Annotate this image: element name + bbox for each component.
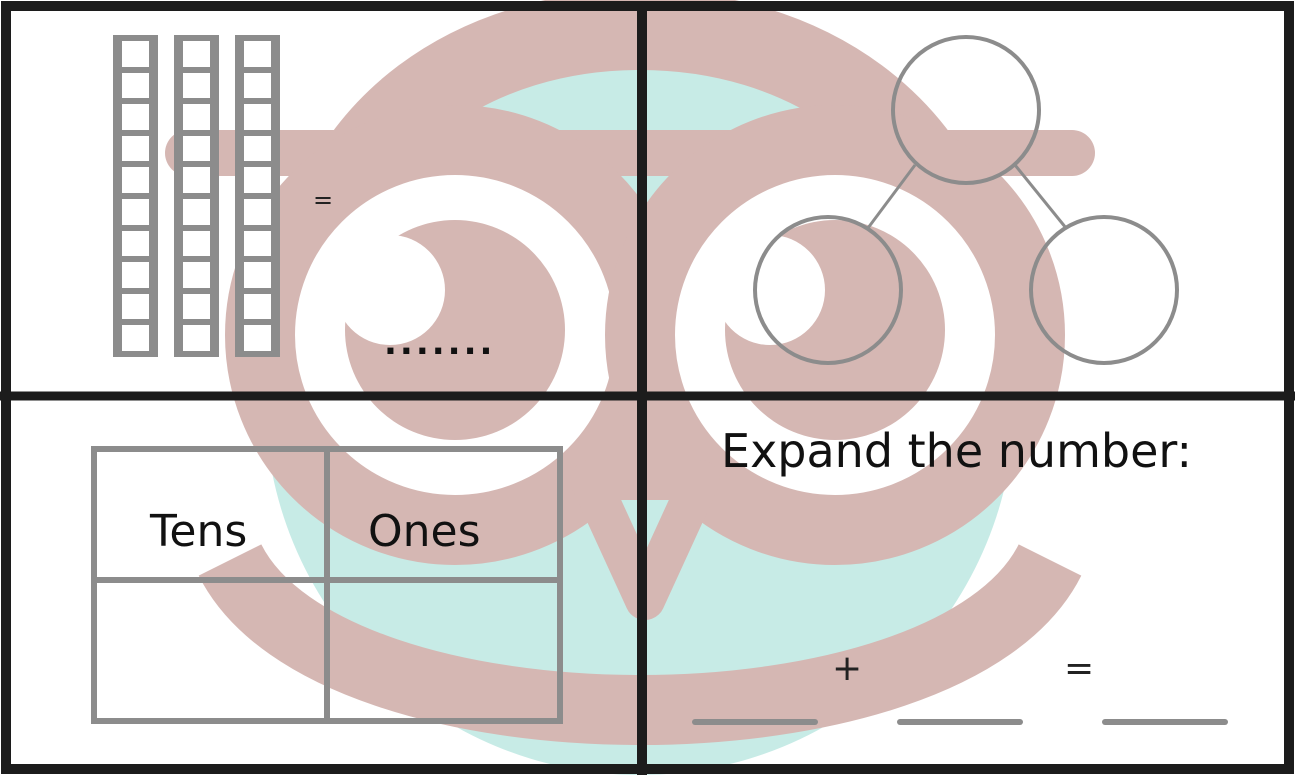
- plus-sign: +: [832, 648, 862, 689]
- bond-part-right-circle[interactable]: [1031, 217, 1177, 363]
- tens-header: Tens: [150, 506, 247, 557]
- place-value-table: [94, 449, 560, 721]
- tens-answer-cell[interactable]: [97, 583, 324, 718]
- ones-header: Ones: [368, 506, 481, 557]
- ones-answer-cell[interactable]: [330, 583, 557, 718]
- expand-equals-sign: =: [1064, 648, 1094, 689]
- bond-whole-circle[interactable]: [893, 37, 1039, 183]
- bond-link-left: [868, 165, 915, 228]
- bond-link-right: [1015, 165, 1066, 228]
- expand-prompt: Expand the number:: [721, 424, 1192, 478]
- answer-blank-dots[interactable]: .......: [384, 323, 495, 363]
- number-bond: [755, 37, 1177, 363]
- equals-sign: =: [313, 186, 333, 214]
- bond-part-left-circle[interactable]: [755, 217, 901, 363]
